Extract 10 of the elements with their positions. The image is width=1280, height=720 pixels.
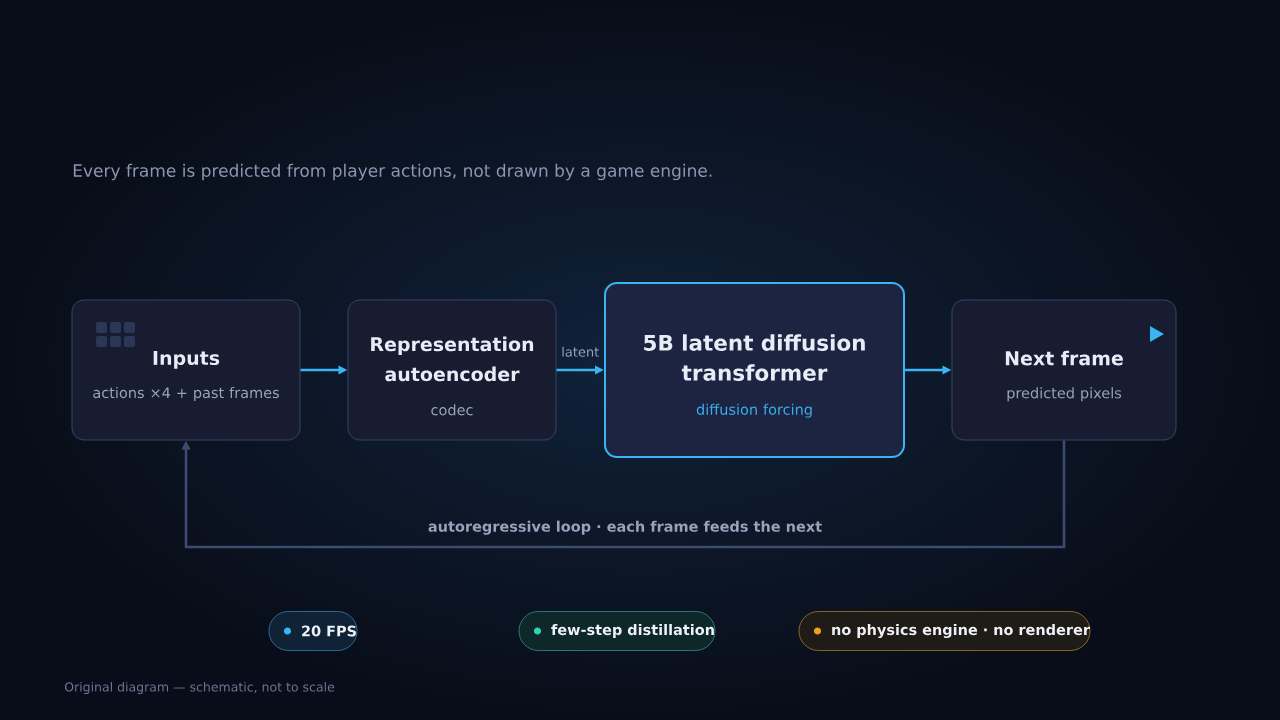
process-box: Inputs actions ×4 + past frames: [71, 299, 301, 441]
chip: no physics engine · no renderer: [798, 611, 1091, 651]
process-box: Next frame predicted pixels: [951, 299, 1177, 441]
process-box: Representation autoencoder codec: [347, 299, 557, 441]
edge-label: autoregressive loop · each frame feeds the next: [428, 520, 822, 535]
subtitle: Every frame is predicted from player actions, not drawn by a game engine.: [73, 163, 712, 181]
chip: few-step distillation: [518, 611, 716, 651]
process-box: 5B latent diffusion transformer diffusion forcing: [604, 282, 905, 458]
footnote: Original diagram — schematic, not to scale: [64, 681, 335, 695]
edge-label: latent: [562, 346, 599, 357]
